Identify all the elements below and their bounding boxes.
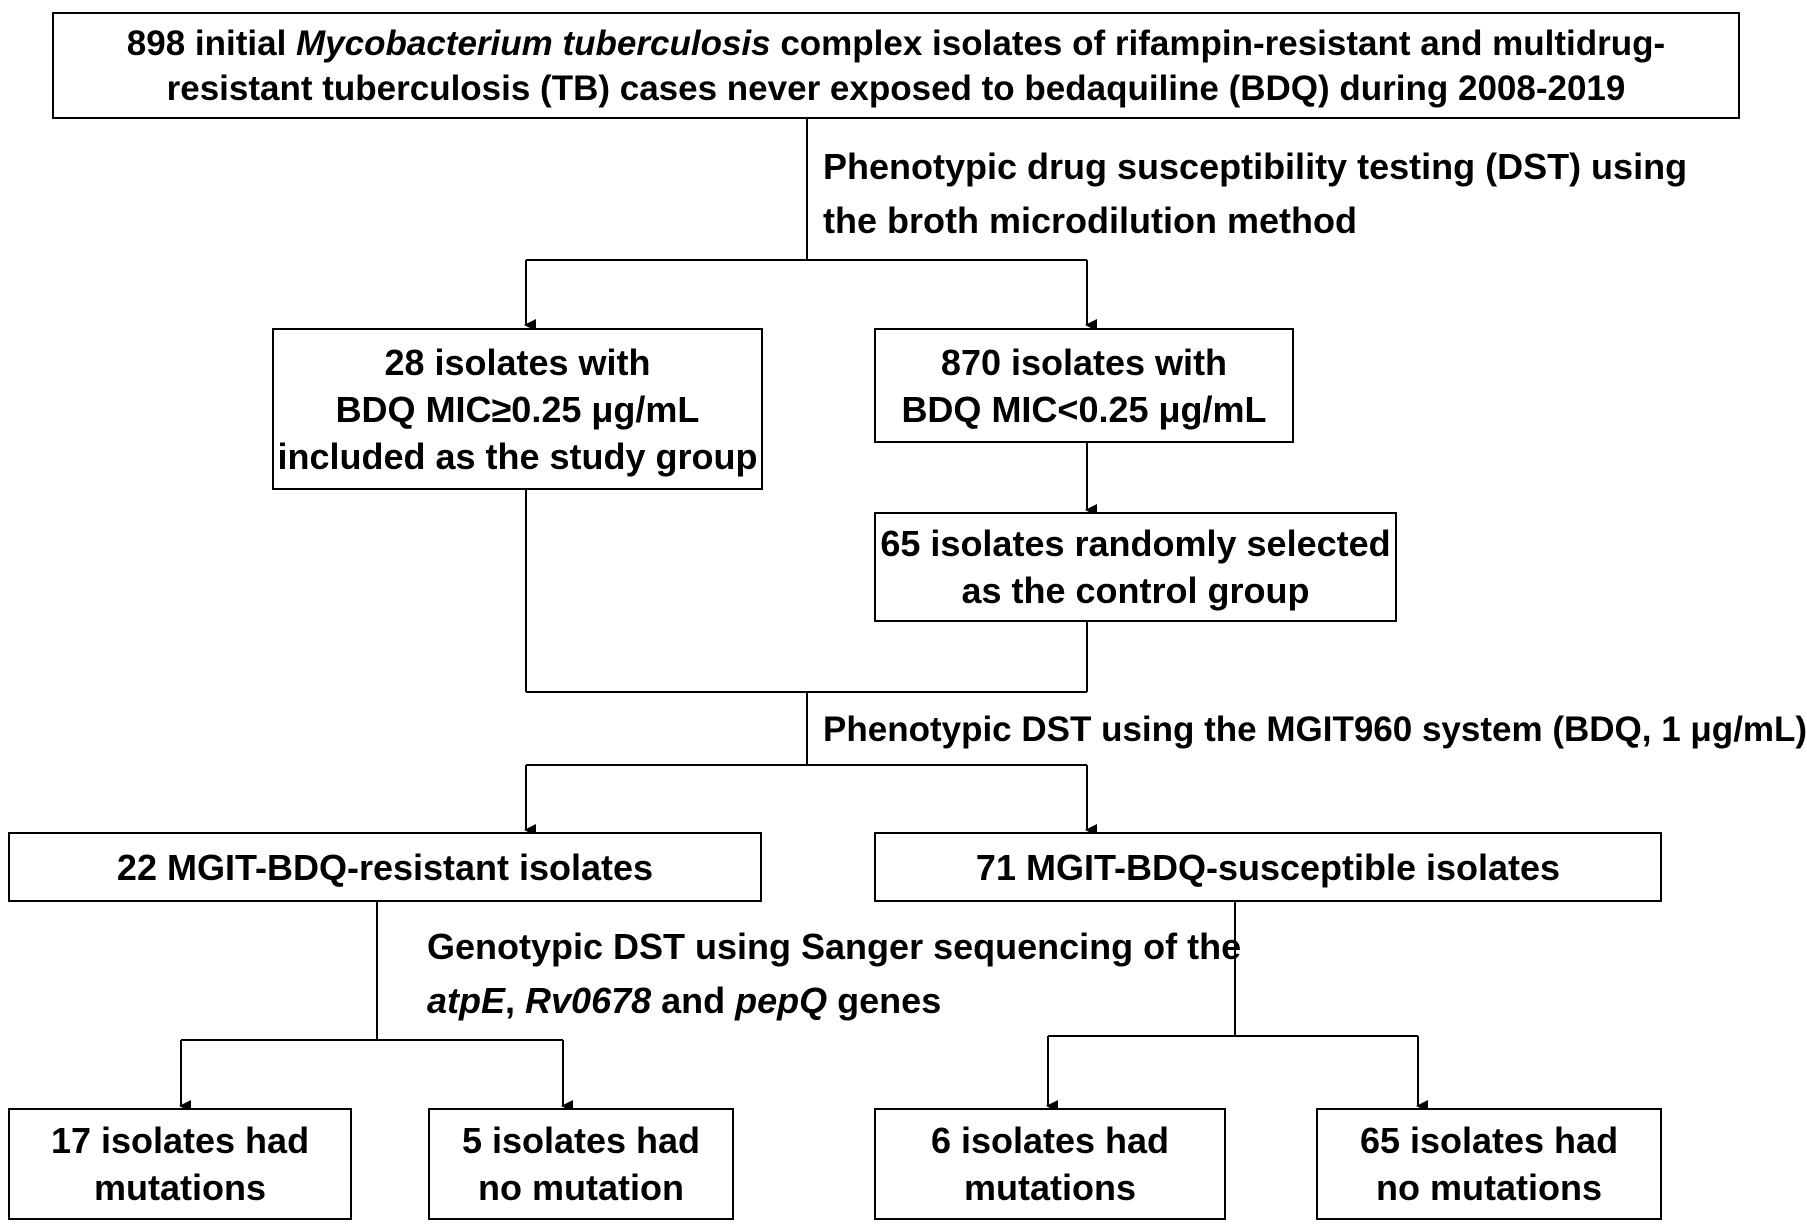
outcome4-line1: 65 isolates had: [1359, 1120, 1619, 1161]
outcome3-line2: mutations: [963, 1167, 1136, 1208]
lowmic-line2: BDQ MIC<0.25 μg/mL: [901, 388, 1267, 430]
susceptible-isolates-box: 71 MGIT-BDQ-susceptible isolates: [874, 832, 1662, 902]
control-group-box: 65 isolates randomly selected as the con…: [874, 512, 1397, 622]
outcome1-line2: mutations: [93, 1167, 266, 1208]
study-group-box: 28 isolates with BDQ MIC≥0.25 μg/mL incl…: [272, 328, 763, 490]
outcome2-line2: no mutation: [478, 1167, 684, 1208]
study-line2: BDQ MIC≥0.25 μg/mL: [335, 388, 700, 430]
gene-sep2: and: [651, 980, 736, 1021]
control-line1: 65 isolates randomly selected: [880, 523, 1391, 564]
outcome-box-susceptible-mutations: 6 isolates had mutations: [874, 1108, 1226, 1220]
outcome4-line2: no mutations: [1376, 1167, 1602, 1208]
gene-rv0678: Rv0678: [525, 980, 652, 1021]
step1-line1: Phenotypic drug susceptibility testing (…: [823, 146, 1688, 187]
top-line1-pre: 898 initial: [126, 23, 297, 63]
step3-line1: Genotypic DST using Sanger sequencing of…: [427, 926, 1242, 967]
resistant-label: 22 MGIT-BDQ-resistant isolates: [116, 846, 654, 888]
initial-isolates-box: 898 initial Mycobacterium tuberculosis c…: [52, 12, 1740, 119]
mgit960-label: Phenotypic DST using the MGIT960 system …: [823, 710, 1807, 749]
step1-line2: the broth microdilution method: [823, 200, 1357, 241]
outcome-box-susceptible-no-mutations: 65 isolates had no mutations: [1316, 1108, 1662, 1220]
sanger-sequencing-label: Genotypic DST using Sanger sequencing of…: [427, 920, 1241, 1028]
gene-pepq: pepQ: [735, 980, 828, 1021]
outcome-box-resistant-no-mutation: 5 isolates had no mutation: [428, 1108, 734, 1220]
genes-tail: genes: [827, 980, 942, 1021]
study-line3: included as the study group: [277, 435, 758, 477]
broth-microdilution-label: Phenotypic drug susceptibility testing (…: [823, 140, 1687, 248]
control-line2: as the control group: [961, 570, 1310, 611]
gene-atpe: atpE: [427, 980, 506, 1021]
study-line1: 28 isolates with: [384, 341, 651, 383]
gene-sep1: ,: [505, 980, 526, 1021]
top-line2: resistant tuberculosis (TB) cases never …: [166, 68, 1626, 108]
outcome-box-resistant-mutations: 17 isolates had mutations: [8, 1108, 352, 1220]
lowmic-line1: 870 isolates with: [940, 341, 1228, 383]
top-line1-post: complex isolates of rifampin-resistant a…: [770, 23, 1666, 63]
species-name: Mycobacterium tuberculosis: [296, 23, 771, 63]
outcome2-line1: 5 isolates had: [461, 1120, 701, 1161]
outcome3-line1: 6 isolates had: [930, 1120, 1170, 1161]
outcome1-line1: 17 isolates had: [50, 1120, 310, 1161]
susceptible-label: 71 MGIT-BDQ-susceptible isolates: [975, 846, 1561, 888]
resistant-isolates-box: 22 MGIT-BDQ-resistant isolates: [8, 832, 762, 902]
low-mic-box: 870 isolates with BDQ MIC<0.25 μg/mL: [874, 328, 1294, 443]
